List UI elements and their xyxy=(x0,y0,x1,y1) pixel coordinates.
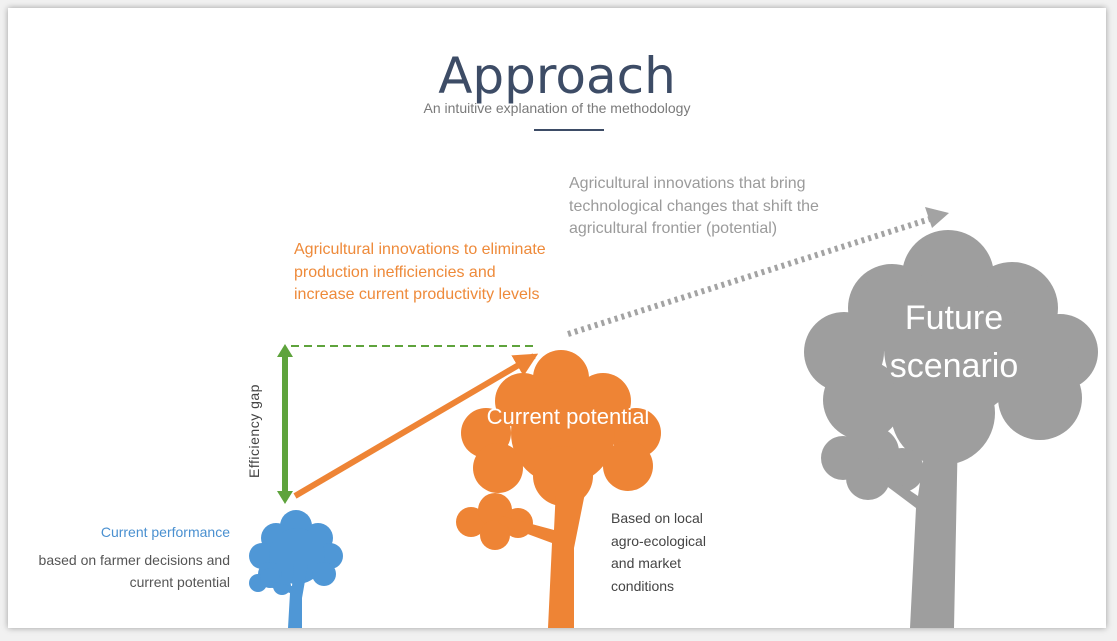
current-performance-description: based on farmer decisions and current po… xyxy=(38,552,230,590)
potential-tree-canopy xyxy=(461,350,661,506)
current-performance-title: Current performance xyxy=(100,524,230,540)
page-subtitle: An intuitive explanation of the methodol… xyxy=(423,100,691,116)
technological-shift-note: Agricultural innovations that bring tech… xyxy=(569,175,819,237)
diagram-art xyxy=(249,207,1098,628)
efficiency-innovations-note: Agricultural innovations to eliminate pr… xyxy=(294,241,546,303)
page-title: Approach xyxy=(438,47,676,105)
future-tree-canopy xyxy=(804,230,1098,465)
performance-tree-trunk xyxy=(266,564,308,628)
slide: Approach An intuitive explanation of the… xyxy=(8,8,1106,628)
future-tree-trunk xyxy=(876,428,958,628)
title-underline xyxy=(534,129,604,131)
frontier-shift-arrow xyxy=(567,207,949,337)
efficiency-improvement-arrow xyxy=(293,353,539,499)
current-performance-tree xyxy=(249,510,343,628)
current-potential-label: Current potential xyxy=(486,404,650,429)
performance-tree-canopy xyxy=(249,510,343,586)
efficiency-gap-label: Efficiency gap xyxy=(246,384,262,478)
efficiency-gap-arrow xyxy=(277,344,293,504)
future-scenario-label: Future scenario xyxy=(889,299,1019,385)
potential-tree-trunk xyxy=(498,488,586,628)
current-potential-description: Based on local agro-ecological and marke… xyxy=(611,510,706,594)
current-potential-tree xyxy=(456,350,661,628)
future-scenario-tree xyxy=(804,230,1098,628)
